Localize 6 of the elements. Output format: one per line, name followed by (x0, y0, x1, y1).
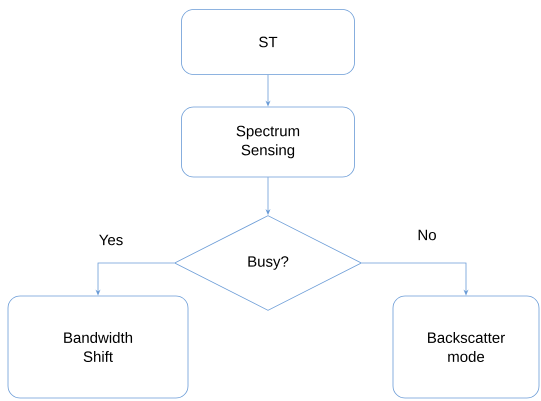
process-box: Spectrum Sensing (181, 106, 355, 178)
edge-label: Yes (98, 234, 124, 246)
process-box: Backscatter mode (392, 296, 540, 398)
edge-label: No (416, 228, 438, 242)
process-box: ST (181, 9, 355, 75)
process-box: Bandwidth Shift (8, 296, 188, 398)
